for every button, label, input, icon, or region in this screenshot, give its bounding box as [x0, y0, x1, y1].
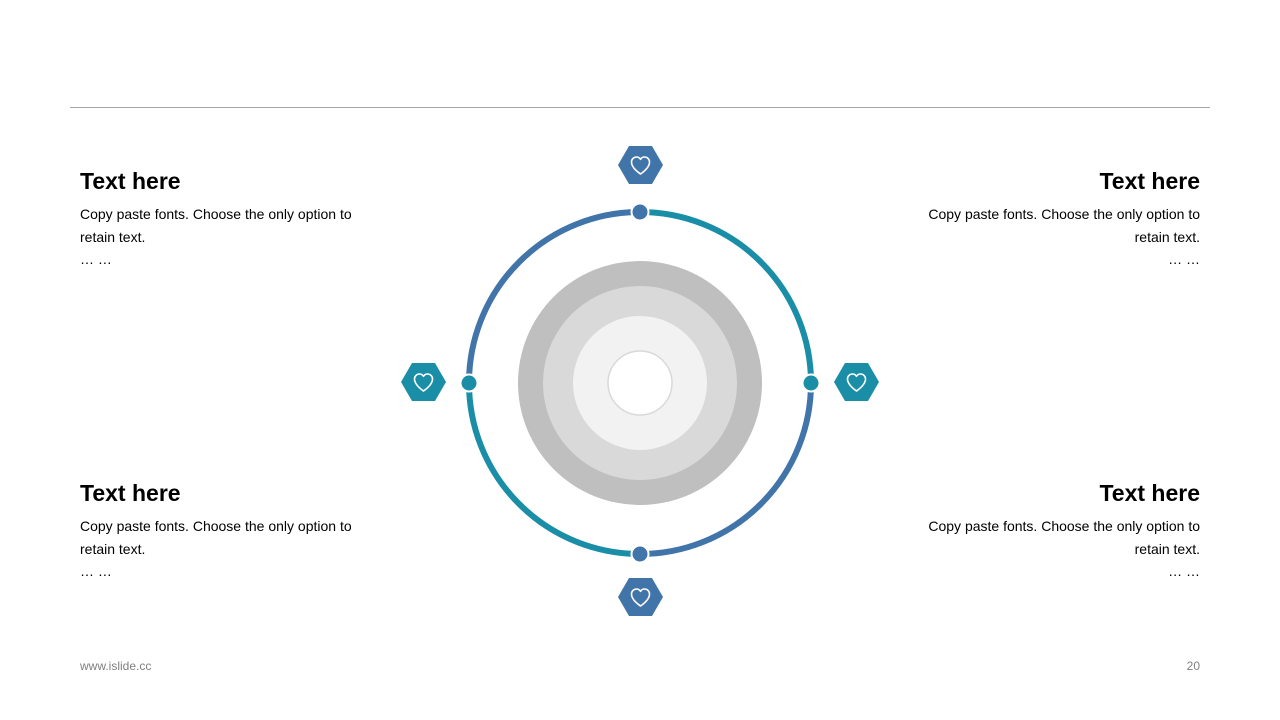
dot-right — [801, 373, 821, 393]
text-block-top-left: Text here Copy paste fonts. Choose the o… — [80, 167, 370, 271]
ring-center — [607, 350, 673, 416]
arc-top-left — [466, 209, 641, 384]
text-block-top-right: Text here Copy paste fonts. Choose the o… — [910, 167, 1200, 271]
block-body-line: Copy paste fonts. Choose the only option… — [928, 206, 1200, 222]
footer-url: www.islide.cc — [80, 659, 152, 673]
block-body-line: retain text. — [80, 228, 146, 245]
block-body-line: Copy paste fonts. Choose the only option… — [80, 206, 352, 222]
block-body-ellipsis: … … — [1168, 563, 1200, 579]
arc-bottom-right — [639, 382, 814, 557]
hexagon-badge-left — [401, 363, 446, 401]
block-title: Text here — [1099, 480, 1200, 506]
block-body-line: retain text. — [1134, 540, 1200, 557]
top-divider — [70, 107, 1210, 108]
block-body-ellipsis: … … — [80, 563, 112, 579]
hexagon-badge-top — [618, 146, 663, 184]
block-body-line: retain text. — [1134, 228, 1200, 245]
block-title: Text here — [80, 168, 181, 194]
text-block-bottom-right: Text here Copy paste fonts. Choose the o… — [910, 479, 1200, 583]
block-body-line: retain text. — [80, 540, 146, 557]
hexagon-badge-right — [834, 363, 879, 401]
block-body: Copy paste fonts. Choose the only option… — [910, 203, 1200, 271]
page-number: 20 — [1186, 659, 1200, 673]
dot-bottom — [630, 544, 650, 564]
arc-bottom-left — [466, 382, 641, 557]
text-block-bottom-left: Text here Copy paste fonts. Choose the o… — [80, 479, 370, 583]
block-body-line: Copy paste fonts. Choose the only option… — [928, 518, 1200, 534]
block-body-ellipsis: … … — [1168, 251, 1200, 267]
block-title: Text here — [1099, 168, 1200, 194]
block-body-ellipsis: … … — [80, 251, 112, 267]
block-title: Text here — [80, 480, 181, 506]
dot-top — [630, 202, 650, 222]
hexagon-badge-bottom — [618, 578, 663, 616]
block-body-line: Copy paste fonts. Choose the only option… — [80, 518, 352, 534]
block-body: Copy paste fonts. Choose the only option… — [80, 203, 370, 271]
dot-left — [459, 373, 479, 393]
block-body: Copy paste fonts. Choose the only option… — [80, 515, 370, 583]
block-body: Copy paste fonts. Choose the only option… — [910, 515, 1200, 583]
arc-top-right — [639, 209, 814, 384]
